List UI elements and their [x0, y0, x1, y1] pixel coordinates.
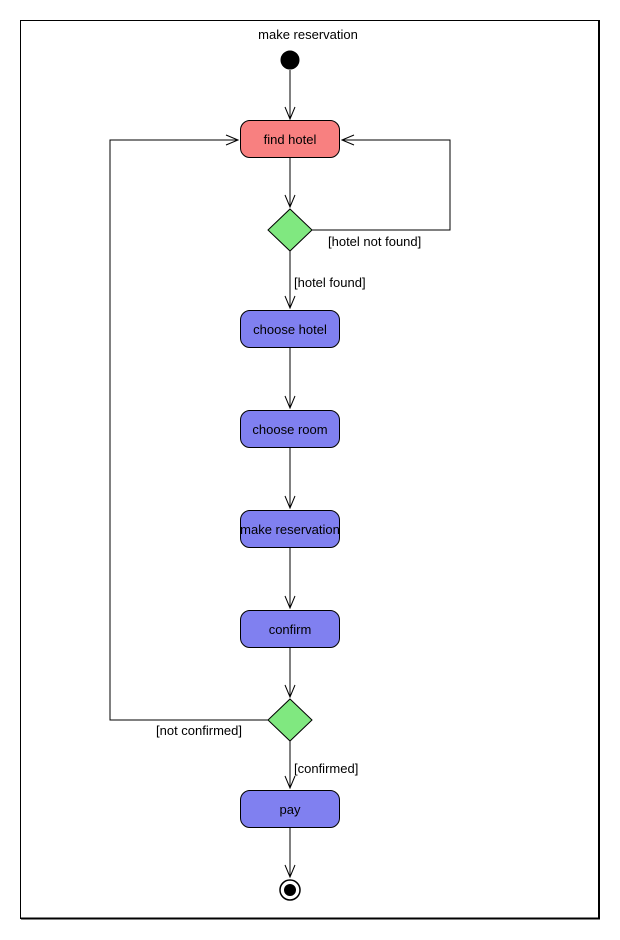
node-make-reservation-label: make reservation: [240, 521, 340, 537]
initial-node: [280, 50, 300, 70]
node-choose-room-label: choose room: [252, 421, 328, 437]
node-find-hotel-label: find hotel: [263, 131, 317, 147]
node-make-reservation: make reservation: [240, 510, 340, 548]
guard-confirmed: [confirmed]: [294, 761, 359, 776]
edge-not-confirmed-loop: [109, 140, 268, 721]
guard-not-confirmed: [not confirmed]: [156, 723, 242, 738]
node-confirm-label: confirm: [268, 621, 312, 637]
node-choose-room: choose room: [240, 410, 340, 448]
edge-hotel-not-found-loop: [312, 140, 451, 231]
node-choose-hotel: choose hotel: [240, 310, 340, 348]
decision-hotel-found-diamond: [267, 208, 313, 252]
node-pay-label: pay: [279, 801, 301, 817]
node-confirm: confirm: [240, 610, 340, 648]
guard-hotel-found: [hotel found]: [294, 275, 366, 290]
node-choose-hotel-label: choose hotel: [253, 321, 327, 337]
node-pay: pay: [240, 790, 340, 828]
decision-confirmed-diamond: [267, 698, 313, 742]
guard-hotel-not-found: [hotel not found]: [328, 234, 422, 249]
node-find-hotel: find hotel: [240, 120, 340, 158]
final-node-dot: [284, 884, 296, 896]
diagram-title: make reservation: [258, 27, 358, 42]
